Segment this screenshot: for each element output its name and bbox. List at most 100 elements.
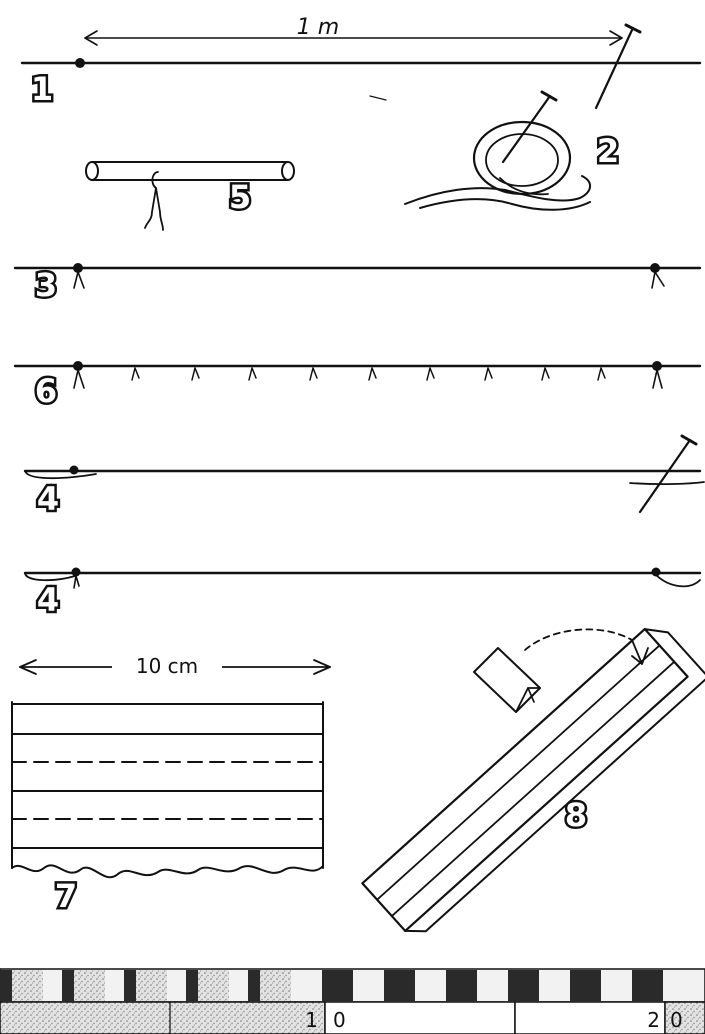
dowel-end-right <box>281 161 295 181</box>
tail-upper <box>404 175 591 205</box>
pin <box>501 94 552 164</box>
end-knot-left <box>73 361 83 371</box>
ruler-check <box>136 970 167 1001</box>
torn-edge <box>11 864 324 879</box>
knot-right-tails <box>651 271 665 289</box>
fold-2 <box>390 660 676 917</box>
ruler-check <box>260 970 291 1001</box>
small-knot <box>484 367 493 381</box>
knot <box>69 465 79 475</box>
width-arrow-left-head <box>19 659 37 675</box>
step-number-badge: 4 <box>37 480 59 518</box>
dowel-body <box>91 161 288 181</box>
ruler-check <box>384 970 415 1001</box>
piece-front <box>473 647 541 713</box>
small-knot <box>597 367 606 381</box>
ruler-check <box>12 970 43 1001</box>
step-number-badge: 5 <box>229 178 251 216</box>
step-number-badge: 8 <box>565 796 587 834</box>
ruler-check <box>632 970 663 1001</box>
hook-legs <box>144 187 164 231</box>
loop-outer <box>472 120 572 196</box>
small-knot <box>541 367 550 381</box>
ruler-label-1: 1 <box>305 1008 318 1032</box>
step-4a-string-loop-pin <box>23 434 705 514</box>
ruler-check-dark <box>248 970 260 1001</box>
folded-strip-body <box>361 627 705 933</box>
knot-left <box>71 567 81 577</box>
end-knot-right-tails <box>652 369 663 389</box>
measure-arrow-right-head <box>609 30 623 46</box>
pin <box>638 438 692 514</box>
pin-head <box>540 90 558 102</box>
end-knot-left-tails <box>73 369 85 389</box>
strip-sides <box>11 701 324 869</box>
left-loop-end <box>24 572 76 582</box>
step-number-badge: 6 <box>35 372 57 410</box>
ruler-check-dark <box>0 970 12 1001</box>
pin-head <box>624 23 642 34</box>
step-number-badge: 4 <box>37 581 59 619</box>
knot-dot <box>75 58 85 68</box>
fold-1 <box>376 644 661 901</box>
ruler-stippled-end <box>664 1001 705 1034</box>
piece-flap <box>527 687 535 703</box>
small-knots <box>131 367 606 381</box>
ruler-label-2: 2 <box>647 1008 660 1032</box>
small-knot <box>309 367 318 381</box>
pin-head <box>680 434 698 446</box>
ruler-check <box>446 970 477 1001</box>
ruler-label-0b: 0 <box>670 1008 683 1032</box>
one-meter-label: 1 m <box>297 15 339 40</box>
ruler-check <box>74 970 105 1001</box>
small-knot <box>131 367 140 381</box>
ruler-check-dark <box>62 970 74 1001</box>
step-number-badge: 7 <box>55 877 77 915</box>
ruler-white-segment-2 <box>514 1001 666 1034</box>
knot-right <box>650 263 660 273</box>
measure-arrow-left-head <box>84 30 98 46</box>
ruler-stippled-segment <box>0 1001 326 1034</box>
knot-left <box>73 263 83 273</box>
back-layer <box>404 628 705 933</box>
knot-right <box>651 567 661 577</box>
ruler-checks <box>0 970 663 1001</box>
small-knot <box>191 367 200 381</box>
ruler-check-dark <box>124 970 136 1001</box>
knot-left-tails <box>73 271 85 289</box>
ruler-check <box>322 970 353 1001</box>
step-2-loop-knot <box>404 90 591 211</box>
hook-top <box>151 171 159 189</box>
step-6-string-many-knots <box>13 361 702 389</box>
small-knot <box>368 367 377 381</box>
strip-outline <box>361 627 689 933</box>
step-number-badge: 1 <box>31 70 53 108</box>
scale-ruler: 1 0 2 0 <box>0 968 705 1034</box>
knot-left-tails <box>73 575 80 589</box>
label-background <box>112 654 222 678</box>
small-knot <box>248 367 257 381</box>
ten-cm-label: 10 cm <box>136 654 198 678</box>
ruler-check <box>198 970 229 1001</box>
knot-crossing <box>499 177 549 196</box>
stray-mark <box>369 95 387 101</box>
pin <box>594 28 634 110</box>
step-1-measured-string: 1 m <box>20 15 702 110</box>
width-arrow-right-head <box>313 659 331 675</box>
step-7-paper-strip: 10 cm <box>11 654 331 879</box>
left-loop-end <box>24 470 97 480</box>
dashed-arrow-head <box>631 639 649 665</box>
small-knot <box>426 367 435 381</box>
step-8-folded-strip <box>361 627 705 933</box>
dowel-end-left <box>85 161 99 181</box>
step-4b-string-loop-ends <box>23 567 702 589</box>
tail-lower <box>419 198 591 211</box>
ruler-check-dark <box>186 970 198 1001</box>
right-tail <box>629 481 705 485</box>
loop-inner <box>485 133 559 187</box>
dashed-arrow-path <box>524 628 633 651</box>
step-number-badge: 3 <box>35 266 57 304</box>
step-3-string-two-knots <box>13 263 702 289</box>
